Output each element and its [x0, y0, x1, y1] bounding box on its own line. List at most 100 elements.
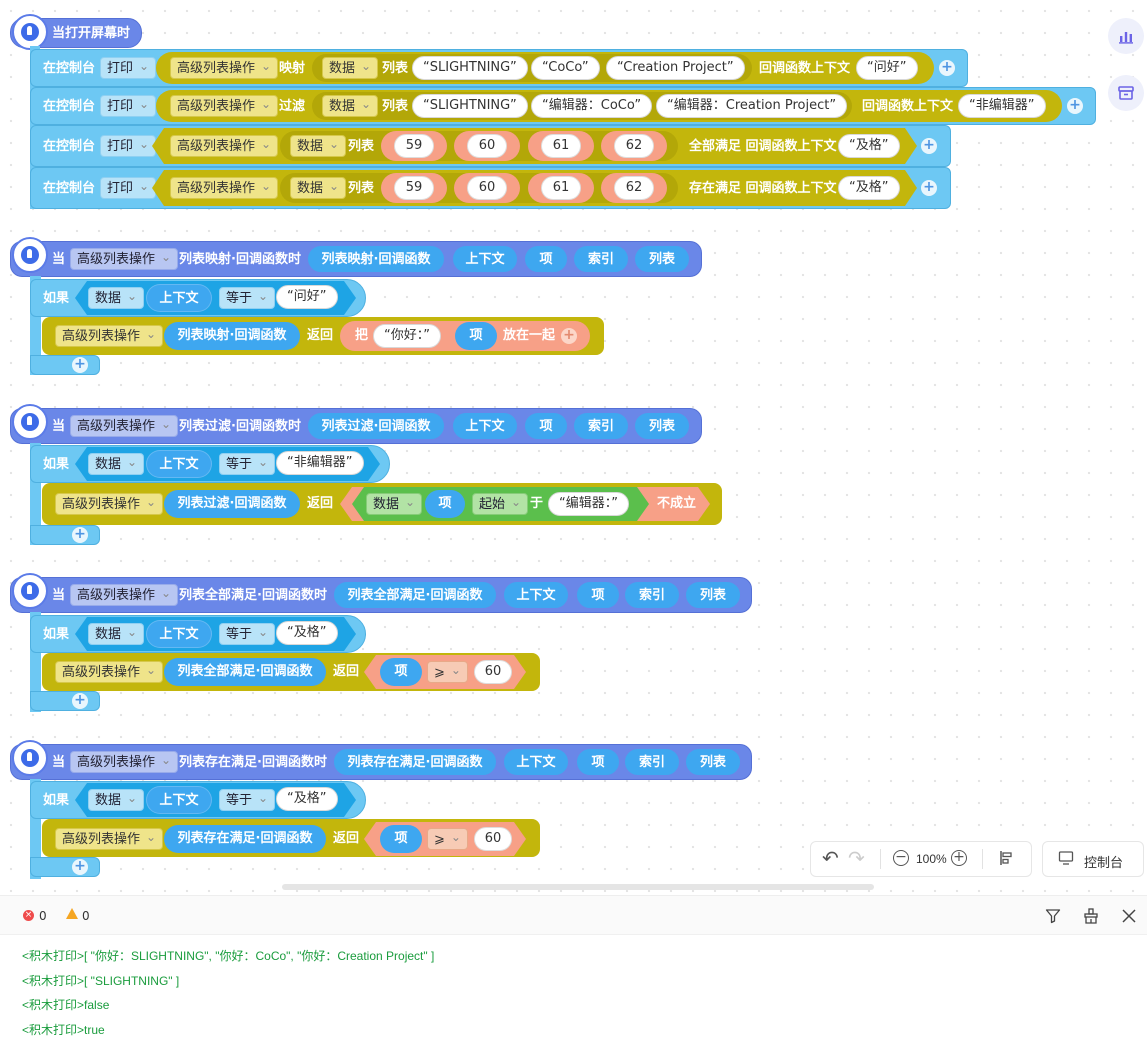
- var-dropdown[interactable]: 数据: [88, 621, 145, 645]
- list-op-dropdown[interactable]: 高级列表操作: [55, 491, 164, 515]
- add-icon[interactable]: +: [561, 328, 577, 344]
- list-op-dropdown[interactable]: 高级列表操作: [55, 826, 164, 850]
- add-icon[interactable]: +: [939, 60, 955, 76]
- list-op-dropdown[interactable]: 高级列表操作: [70, 413, 179, 437]
- list-op-dropdown[interactable]: 高级列表操作: [70, 749, 179, 773]
- param-list[interactable]: 列表: [685, 748, 741, 776]
- context-input[interactable]: “及格”: [838, 176, 900, 200]
- horizontal-scrollbar[interactable]: [282, 884, 874, 890]
- number-input[interactable]: 62: [614, 134, 654, 158]
- list-op-dropdown[interactable]: 高级列表操作: [170, 93, 279, 117]
- string-input[interactable]: “编辑器：”: [548, 492, 630, 516]
- param-item[interactable]: 项: [524, 412, 568, 440]
- callback-reporter[interactable]: 列表全部满足·回调函数: [164, 658, 326, 686]
- item-reporter[interactable]: 项: [425, 490, 465, 518]
- zoom-out-icon[interactable]: −: [893, 850, 909, 866]
- string-input[interactable]: “及格”: [276, 787, 338, 811]
- list-op-dropdown[interactable]: 高级列表操作: [55, 323, 164, 347]
- number-input[interactable]: 59: [394, 176, 434, 200]
- add-icon[interactable]: +: [921, 138, 937, 154]
- number-input[interactable]: 62: [614, 176, 654, 200]
- context-reporter[interactable]: 上下文: [146, 786, 212, 814]
- param-callback[interactable]: 列表全部满足·回调函数: [333, 581, 497, 609]
- callback-reporter[interactable]: 列表存在满足·回调函数: [164, 825, 326, 853]
- var-dropdown[interactable]: 数据: [322, 93, 379, 117]
- add-icon[interactable]: +: [72, 527, 88, 543]
- context-input[interactable]: “及格”: [838, 134, 900, 158]
- context-reporter[interactable]: 上下文: [146, 620, 212, 648]
- string-input[interactable]: “Creation Project”: [606, 56, 745, 80]
- param-index[interactable]: 索引: [624, 581, 680, 609]
- list-op-dropdown[interactable]: 高级列表操作: [55, 659, 164, 683]
- param-callback[interactable]: 列表映射·回调函数: [307, 245, 445, 273]
- list-op-dropdown[interactable]: 高级列表操作: [170, 133, 279, 157]
- param-index[interactable]: 索引: [573, 412, 629, 440]
- context-reporter[interactable]: 上下文: [146, 450, 212, 478]
- equals-dropdown[interactable]: 等于: [219, 285, 276, 309]
- add-icon[interactable]: +: [921, 180, 937, 196]
- print-dropdown[interactable]: 打印: [100, 93, 157, 117]
- print-dropdown[interactable]: 打印: [100, 55, 157, 79]
- var-dropdown[interactable]: 数据: [322, 55, 379, 79]
- var-dropdown[interactable]: 数据: [88, 787, 145, 811]
- broom-icon[interactable]: [1083, 908, 1099, 928]
- item-reporter[interactable]: 项: [380, 825, 422, 853]
- number-input[interactable]: 60: [467, 134, 507, 158]
- string-input[interactable]: “非编辑器”: [276, 451, 364, 475]
- redo-icon[interactable]: ↷: [848, 846, 865, 870]
- number-input[interactable]: 60: [474, 660, 512, 684]
- bar-chart-icon[interactable]: [1108, 18, 1144, 54]
- param-context[interactable]: 上下文: [452, 412, 518, 440]
- string-input[interactable]: “编辑器：Creation Project”: [656, 94, 848, 118]
- print-dropdown[interactable]: 打印: [100, 133, 157, 157]
- item-reporter[interactable]: 项: [455, 322, 497, 350]
- add-icon[interactable]: +: [72, 693, 88, 709]
- number-input[interactable]: 60: [467, 176, 507, 200]
- var-dropdown[interactable]: 数据: [88, 451, 145, 475]
- param-index[interactable]: 索引: [624, 748, 680, 776]
- undo-icon[interactable]: ↶: [822, 846, 839, 870]
- param-list[interactable]: 列表: [634, 245, 690, 273]
- item-reporter[interactable]: 项: [380, 658, 422, 686]
- param-context[interactable]: 上下文: [503, 748, 569, 776]
- list-op-dropdown[interactable]: 高级列表操作: [170, 55, 279, 79]
- add-icon[interactable]: +: [72, 357, 88, 373]
- param-item[interactable]: 项: [576, 748, 620, 776]
- equals-dropdown[interactable]: 等于: [219, 451, 276, 475]
- var-dropdown[interactable]: 数据: [366, 491, 423, 515]
- close-icon[interactable]: [1121, 908, 1137, 928]
- print-dropdown[interactable]: 打印: [100, 175, 157, 199]
- param-callback[interactable]: 列表存在满足·回调函数: [333, 748, 497, 776]
- string-input[interactable]: “及格”: [276, 621, 338, 645]
- param-item[interactable]: 项: [524, 245, 568, 273]
- number-input[interactable]: 59: [394, 134, 434, 158]
- string-input[interactable]: “编辑器：CoCo”: [531, 94, 653, 118]
- number-input[interactable]: 61: [541, 176, 581, 200]
- list-op-dropdown[interactable]: 高级列表操作: [70, 246, 179, 270]
- param-item[interactable]: 项: [576, 581, 620, 609]
- var-dropdown[interactable]: 数据: [290, 175, 347, 199]
- param-list[interactable]: 列表: [685, 581, 741, 609]
- add-icon[interactable]: +: [1067, 98, 1083, 114]
- block-canvas[interactable]: 当打开屏幕时 在控制台 打印 高级列表操作 映射 数据 列表 “SLIGHTNI…: [0, 0, 1147, 895]
- filter-icon[interactable]: [1045, 908, 1061, 928]
- add-icon[interactable]: +: [72, 859, 88, 875]
- context-input[interactable]: “非编辑器”: [958, 94, 1046, 118]
- param-callback[interactable]: 列表过滤·回调函数: [307, 412, 445, 440]
- var-dropdown[interactable]: 数据: [290, 133, 347, 157]
- param-list[interactable]: 列表: [634, 412, 690, 440]
- context-input[interactable]: “问好”: [856, 56, 918, 80]
- param-index[interactable]: 索引: [573, 245, 629, 273]
- zoom-in-icon[interactable]: +: [951, 850, 967, 866]
- equals-dropdown[interactable]: 等于: [219, 621, 276, 645]
- list-op-dropdown[interactable]: 高级列表操作: [170, 175, 279, 199]
- string-input[interactable]: “CoCo”: [531, 56, 600, 80]
- callback-reporter[interactable]: 列表过滤·回调函数: [164, 490, 300, 518]
- context-reporter[interactable]: 上下文: [146, 284, 212, 312]
- start-dropdown[interactable]: 起始: [472, 491, 529, 515]
- number-input[interactable]: 61: [541, 134, 581, 158]
- align-icon[interactable]: [999, 850, 1015, 870]
- equals-dropdown[interactable]: 等于: [219, 787, 276, 811]
- store-icon[interactable]: [1108, 75, 1144, 111]
- string-input[interactable]: “你好：”: [373, 324, 442, 348]
